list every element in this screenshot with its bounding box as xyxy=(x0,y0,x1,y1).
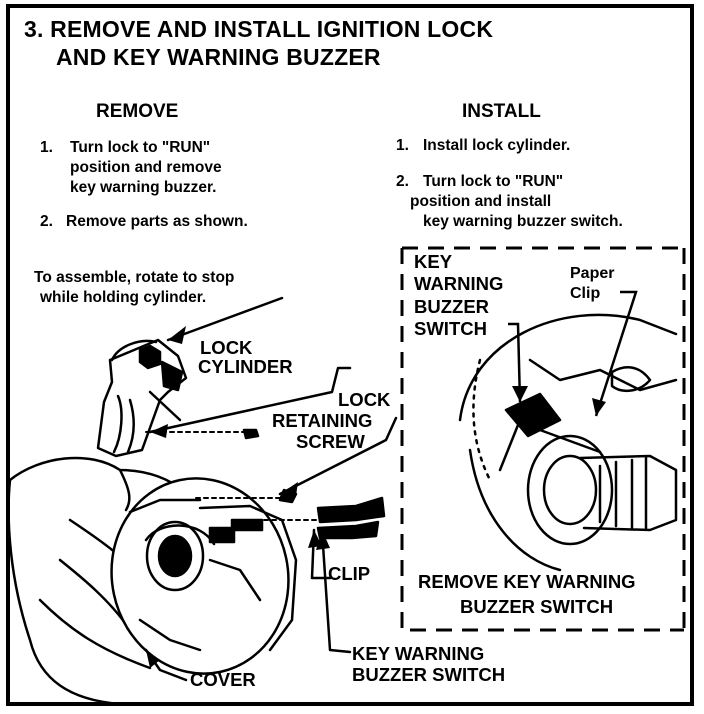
install-step2-line-3: key warning buzzer switch. xyxy=(423,213,623,230)
column-switch-drawing xyxy=(458,313,678,572)
remove-step1-line-1: Turn lock to "RUN" xyxy=(70,139,211,156)
label-remove-switch-1: REMOVE KEY WARNING xyxy=(418,571,636,592)
install-step2-line-1: Turn lock to "RUN" xyxy=(423,173,564,190)
remove-heading: REMOVE xyxy=(96,101,179,122)
buzzer-switch-part-left xyxy=(316,496,386,540)
remove-step2: Remove parts as shown. xyxy=(66,213,248,230)
label-clip: CLIP xyxy=(328,563,371,584)
assemble-note-line-2: while holding cylinder. xyxy=(40,289,207,306)
remove-step2-number: 2. xyxy=(40,213,53,230)
label-lock-retaining-screw-1: LOCK xyxy=(338,389,391,410)
label-lock-cylinder-1: LOCK xyxy=(200,337,253,358)
label-paper-clip-2: Clip xyxy=(570,285,601,302)
install-step2-number: 2. xyxy=(396,173,409,190)
leader-arrows xyxy=(144,296,398,682)
label-key-warning-buzzer-switch-left-1: KEY WARNING xyxy=(352,643,485,664)
label-paper-clip-1: Paper xyxy=(570,265,615,282)
install-step1-number: 1. xyxy=(396,137,409,154)
install-step2-line-2: position and install xyxy=(410,193,552,210)
right-leader-arrows xyxy=(508,290,638,417)
label-key-warning-buzzer-switch-right-1: KEY xyxy=(414,251,453,272)
label-key-warning-buzzer-switch-right-4: SWITCH xyxy=(414,318,487,339)
cover-drawing xyxy=(110,477,298,675)
label-cover: COVER xyxy=(190,669,256,690)
lock-cylinder-drawing xyxy=(96,338,188,458)
label-key-warning-buzzer-switch-left-2: BUZZER SWITCH xyxy=(352,664,506,685)
remove-step1-line-2: position and remove xyxy=(70,159,222,176)
assemble-note-line-1: To assemble, rotate to stop xyxy=(34,269,235,286)
label-key-warning-buzzer-switch-right-3: BUZZER xyxy=(414,296,490,317)
install-heading: INSTALL xyxy=(462,101,541,122)
remove-step1-number: 1. xyxy=(40,139,53,156)
diagram-frame xyxy=(6,4,694,706)
title-line-2: AND KEY WARNING BUZZER xyxy=(56,44,381,70)
label-lock-retaining-screw-3: SCREW xyxy=(296,431,365,452)
label-lock-cylinder-2: CYLINDER xyxy=(198,356,293,377)
remove-step1-line-3: key warning buzzer. xyxy=(70,179,217,196)
label-remove-switch-2: BUZZER SWITCH xyxy=(460,596,614,617)
label-lock-retaining-screw-2: RETAINING xyxy=(272,410,373,431)
install-step1: Install lock cylinder. xyxy=(423,137,571,154)
label-key-warning-buzzer-switch-right-2: WARNING xyxy=(414,273,504,294)
title-line-1: 3. REMOVE AND INSTALL IGNITION LOCK xyxy=(24,16,494,42)
retaining-screw-part xyxy=(242,428,260,440)
